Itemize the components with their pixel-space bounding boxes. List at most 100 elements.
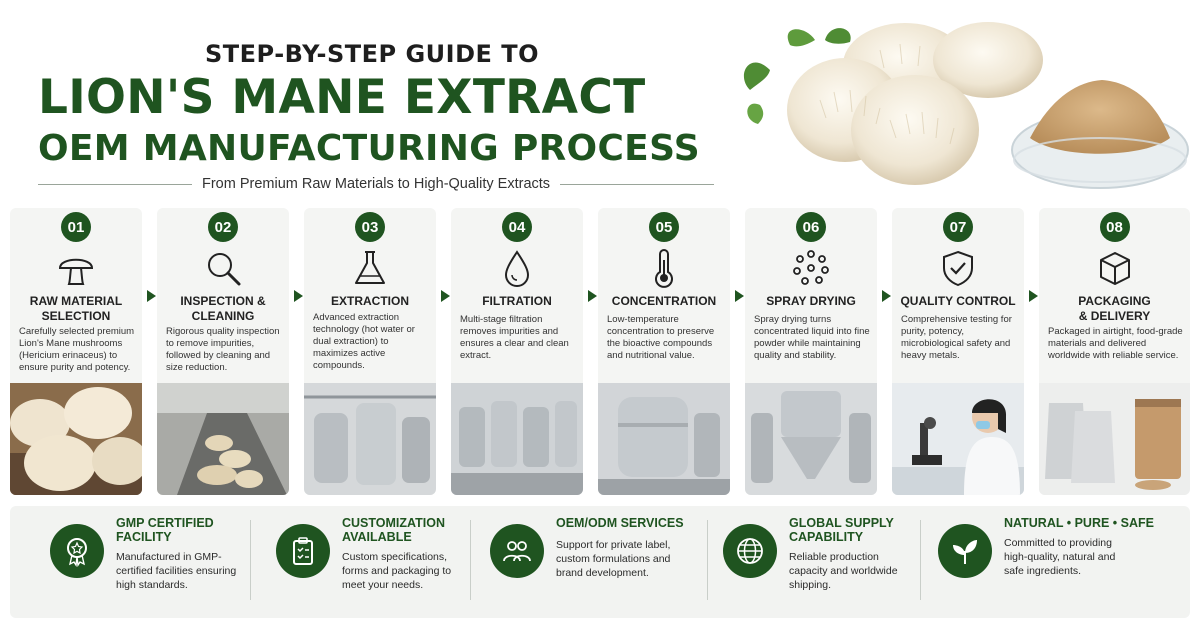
step-title: QUALITY CONTROL xyxy=(896,294,1020,309)
step-number: 04 xyxy=(502,212,532,242)
feature-natural-pure-safe: NATURAL • PURE • SAFE Committed to provi… xyxy=(938,506,1178,618)
clipboard-check-icon xyxy=(293,537,313,565)
step-arrow xyxy=(147,290,156,302)
shield-check-icon xyxy=(943,250,973,287)
step-title-line-1: EXTRACTION xyxy=(331,294,409,308)
feature-divider xyxy=(250,520,251,600)
tagline-rule-left xyxy=(38,183,192,185)
feature-title-line-1: GLOBAL SUPPLY xyxy=(789,516,894,530)
step-title: EXTRACTION xyxy=(308,294,432,309)
leaf-sprout-icon xyxy=(953,540,977,564)
step-title-line-1: PACKAGING xyxy=(1078,294,1151,308)
step-description: Low-temperature concentration to preserv… xyxy=(607,314,715,361)
feature-description: Manufactured in GMP-certified facilities… xyxy=(116,551,237,591)
step-title-line-2: CLEANING xyxy=(191,309,255,323)
step-arrow xyxy=(735,290,744,302)
step-card-03: 03 EXTRACTION Advanced extraction techno… xyxy=(304,208,436,495)
feature-title-line-2: AVAILABLE xyxy=(342,530,412,544)
step-title: SPRAY DRYING xyxy=(749,294,873,309)
step-card-01: 01 RAW MATERIAL SELECTION Carefully sele… xyxy=(10,208,142,495)
conveyor-photo xyxy=(157,383,289,495)
feature-description: Reliable production capacity and worldwi… xyxy=(789,551,898,591)
feature-title-line-1: CUSTOMIZATION xyxy=(342,516,446,530)
feature-description: Custom specifications, forms and packagi… xyxy=(342,551,452,591)
feature-title-line-1: NATURAL • PURE • SAFE xyxy=(1004,516,1154,530)
step-arrow xyxy=(588,290,597,302)
concentration-tank-photo xyxy=(598,383,730,495)
step-description: Advanced extraction technology (hot wate… xyxy=(313,312,415,371)
step-number: 02 xyxy=(208,212,238,242)
step-number: 05 xyxy=(649,212,679,242)
feature-title-line-2: FACILITY xyxy=(116,530,172,544)
step-title: INSPECTION & CLEANING xyxy=(161,294,285,324)
step-number: 01 xyxy=(61,212,91,242)
thermometer-icon xyxy=(655,249,673,288)
spray-dots-icon xyxy=(793,250,829,285)
tagline: From Premium Raw Materials to High-Quali… xyxy=(201,176,551,192)
step-title-line-2: & DELIVERY xyxy=(1078,309,1151,323)
feature-title: GLOBAL SUPPLY CAPABILITY xyxy=(789,516,894,544)
feature-divider xyxy=(707,520,708,600)
tagline-row: From Premium Raw Materials to High-Quali… xyxy=(38,174,715,194)
feature-global-supply: GLOBAL SUPPLY CAPABILITY Reliable produc… xyxy=(723,506,923,618)
feature-description: Support for private label, custom formul… xyxy=(556,539,671,579)
feature-title-line-1: OEM/ODM SERVICES xyxy=(556,516,684,530)
guide-kicker: STEP-BY-STEP GUIDE TO xyxy=(205,40,540,68)
feature-title: NATURAL • PURE • SAFE xyxy=(1004,516,1154,530)
feature-title: OEM/ODM SERVICES xyxy=(556,516,684,530)
extraction-tanks-photo xyxy=(304,383,436,495)
mushroom-photo xyxy=(10,383,142,495)
feature-icon-circle xyxy=(50,524,104,578)
step-description: Multi-stage filtration removes impuritie… xyxy=(460,314,569,361)
step-title-line-2: SELECTION xyxy=(41,309,111,323)
people-icon xyxy=(503,541,531,562)
step-card-07: 07 QUALITY CONTROL Comprehensive testing… xyxy=(892,208,1024,495)
lab-scientist-photo xyxy=(892,383,1024,495)
step-title: PACKAGING & DELIVERY xyxy=(1043,294,1186,324)
step-number: 06 xyxy=(796,212,826,242)
mushroom-icon xyxy=(58,258,94,285)
step-description: Carefully selected premium Lion's Mane m… xyxy=(19,326,135,373)
step-arrow xyxy=(1029,290,1038,302)
step-title-line-1: SPRAY DRYING xyxy=(766,294,856,308)
step-description: Spray drying turns concentrated liquid i… xyxy=(754,314,870,361)
step-number: 03 xyxy=(355,212,385,242)
title-line-2: OEM MANUFACTURING PROCESS xyxy=(38,128,700,169)
step-description: Packaged in airtight, food-grade materia… xyxy=(1048,326,1183,361)
feature-gmp: GMP CERTIFIED FACILITY Manufactured in G… xyxy=(50,506,260,618)
magnifier-icon xyxy=(208,253,241,286)
step-card-08: 08 PACKAGING & DELIVERY Packaged in airt… xyxy=(1039,208,1190,495)
feature-title: GMP CERTIFIED FACILITY xyxy=(116,516,214,544)
feature-divider xyxy=(920,520,921,600)
step-arrow xyxy=(441,290,450,302)
step-title-line-1: RAW MATERIAL xyxy=(29,294,123,308)
mushroom-and-powder-illustration xyxy=(743,22,1189,189)
award-badge-icon xyxy=(67,538,87,567)
feature-icon-circle xyxy=(723,524,777,578)
feature-icon-circle xyxy=(276,524,330,578)
step-description: Comprehensive testing for purity, potenc… xyxy=(901,314,1012,361)
feature-title-line-1: GMP CERTIFIED xyxy=(116,516,214,530)
step-card-02: 02 INSPECTION & CLEANING Rigorous qualit… xyxy=(157,208,289,495)
step-card-04: 04 FILTRATION Multi-stage filtration rem… xyxy=(451,208,583,495)
flask-icon xyxy=(355,251,385,284)
feature-icon-circle xyxy=(938,524,992,578)
step-title-line-1: FILTRATION xyxy=(482,294,552,308)
box-icon xyxy=(1099,252,1130,285)
step-number: 08 xyxy=(1099,212,1130,242)
step-card-06: 06 SPRAY DRYING Spray drying turns conce… xyxy=(745,208,877,495)
feature-icon-circle xyxy=(490,524,544,578)
tagline-rule-right xyxy=(560,183,715,185)
filtration-photo xyxy=(451,383,583,495)
step-number: 07 xyxy=(943,212,973,242)
feature-title-line-2: CAPABILITY xyxy=(789,530,864,544)
step-title: FILTRATION xyxy=(455,294,579,309)
feature-customization: CUSTOMIZATION AVAILABLE Custom specifica… xyxy=(276,506,486,618)
feature-divider xyxy=(470,520,471,600)
step-title-line-1: QUALITY CONTROL xyxy=(900,294,1016,308)
step-description: Rigorous quality inspection to remove im… xyxy=(166,326,280,373)
feature-oem-odm: OEM/ODM SERVICES Support for private lab… xyxy=(490,506,710,618)
step-title: RAW MATERIAL SELECTION xyxy=(14,294,138,324)
step-title-line-1: CONCENTRATION xyxy=(611,294,717,308)
droplet-icon xyxy=(504,250,530,287)
